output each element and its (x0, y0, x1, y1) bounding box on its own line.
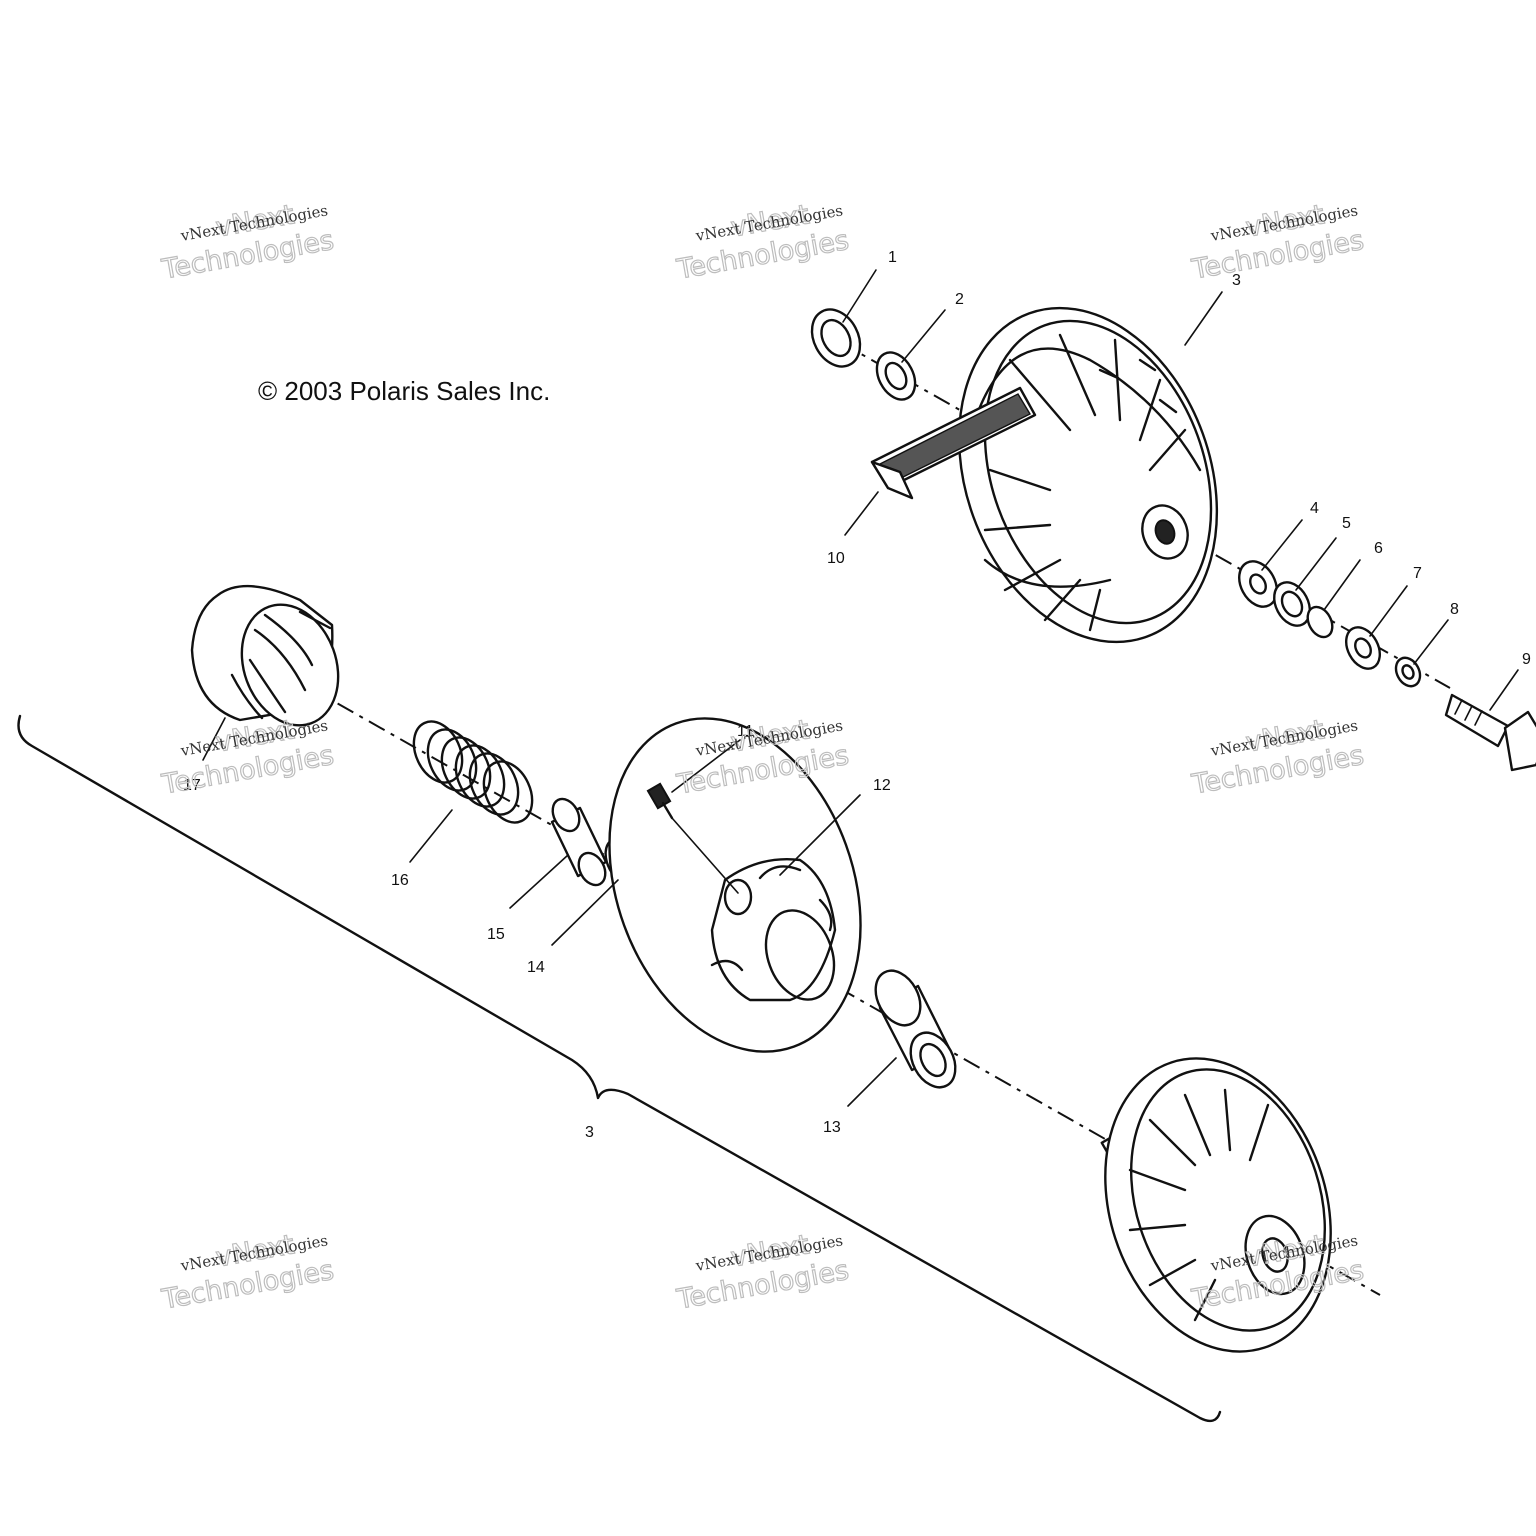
callout-6: 6 (1374, 540, 1383, 557)
part-8-lock-nut (1394, 656, 1422, 688)
callout-13: 13 (823, 1119, 841, 1136)
watermark-6: vNext vNext Technologies Technologies (1188, 714, 1366, 802)
part-7-washer (1345, 626, 1381, 670)
watermark-1: vNext vNext Technologies Technologies (158, 199, 336, 287)
watermark-7: vNext vNext Technologies Technologies (158, 1229, 336, 1317)
callout-16: 16 (391, 872, 409, 889)
part-17-helix (190, 585, 340, 727)
part-6-snap-ring (1306, 605, 1334, 639)
callout-12: 12 (873, 777, 891, 794)
callout-8: 8 (1450, 601, 1459, 618)
callout-9: 9 (1522, 651, 1531, 668)
part-3-driven-sheave (957, 306, 1219, 644)
callout-11: 11 (737, 723, 754, 740)
callout-2: 2 (955, 291, 964, 308)
watermark-9: vNext vNext Technologies Technologies (1188, 1229, 1366, 1317)
callout-7: 7 (1413, 565, 1422, 582)
callout-17: 17 (183, 777, 201, 794)
watermark-4: vNext vNext Technologies Technologies (158, 714, 336, 802)
watermark-3: vNext vNext Technologies Technologies (1188, 199, 1366, 287)
callout-15: 15 (487, 926, 505, 943)
callout-3-top: 3 (1232, 272, 1241, 289)
part-11-screw (646, 782, 674, 820)
leader-lines (202, 269, 1519, 1107)
copyright-notice: © 2003 Polaris Sales Inc. (258, 376, 550, 406)
callout-5: 5 (1342, 515, 1351, 532)
watermark-2: vNext vNext Technologies Technologies (673, 199, 851, 287)
part-2-washer (875, 351, 917, 401)
callout-labels: 1 2 3 4 5 6 7 8 9 10 11 12 13 14 15 16 1… (183, 249, 1531, 1141)
part-1-bushing (810, 308, 862, 368)
watermark-8: vNext vNext Technologies Technologies (673, 1229, 851, 1317)
callout-3-assembly: 3 (585, 1124, 594, 1141)
callout-1: 1 (888, 249, 897, 266)
assembly-brace (17, 714, 1222, 1423)
part-16-spring (412, 720, 534, 824)
part-9-bolt (1444, 693, 1536, 772)
part-13-bushing (874, 969, 957, 1089)
callout-10: 10 (827, 550, 845, 567)
part-4-washer (1238, 560, 1278, 608)
part-3-stationary-sheave (1100, 1057, 1332, 1353)
part-12-moveable-sheave (608, 717, 862, 1053)
part-5-washer (1273, 581, 1311, 627)
part-10-drive-belt (870, 386, 1037, 500)
callout-14: 14 (527, 959, 545, 976)
callout-4: 4 (1310, 500, 1319, 517)
part-15-sleeve (550, 797, 608, 887)
